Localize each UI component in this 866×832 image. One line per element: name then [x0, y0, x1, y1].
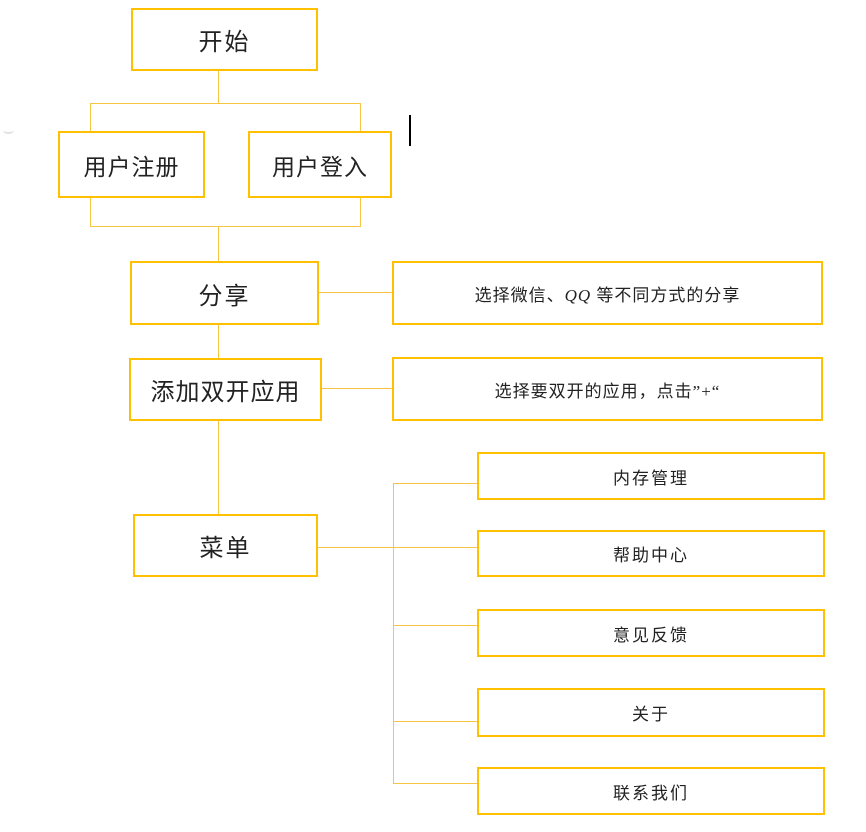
connector-branch-contact — [393, 783, 477, 784]
flow-node-register[interactable]: 用户注册 — [58, 131, 205, 198]
connector-share-to-note — [319, 292, 392, 293]
connector-login-in — [360, 103, 361, 131]
connector-menu-to-spine — [318, 547, 477, 548]
annotation-share-note[interactable]: 选择微信、QQ 等不同方式的分享 — [392, 261, 823, 325]
menu-item-feedback-label: 意见反馈 — [613, 625, 689, 645]
connector-branch-about — [393, 721, 477, 722]
connector-dual-to-menu — [218, 421, 219, 514]
smudge-artifact — [3, 127, 14, 134]
menu-item-memory-label: 内存管理 — [613, 468, 689, 488]
flow-node-start-label: 开始 — [198, 30, 251, 56]
annotation-share-note-label: 选择微信、QQ 等不同方式的分享 — [474, 285, 741, 305]
flow-node-add-dual-app[interactable]: 添加双开应用 — [129, 358, 322, 421]
menu-item-about[interactable]: 关于 — [477, 688, 825, 737]
flow-node-menu[interactable]: 菜单 — [133, 514, 318, 577]
menu-item-feedback[interactable]: 意见反馈 — [477, 609, 825, 657]
menu-item-contact-us[interactable]: 联系我们 — [477, 767, 825, 815]
menu-item-about-label: 关于 — [632, 705, 670, 724]
flow-node-start[interactable]: 开始 — [131, 8, 318, 71]
connector-register-in — [90, 103, 91, 131]
flow-node-share[interactable]: 分享 — [130, 261, 319, 325]
menu-item-help-center-label: 帮助中心 — [613, 546, 689, 565]
menu-item-contact-us-label: 联系我们 — [613, 783, 689, 803]
flow-node-register-label: 用户注册 — [83, 154, 180, 180]
flow-node-menu-label: 菜单 — [199, 536, 252, 562]
connector-start-down — [218, 71, 219, 103]
connector-share-to-dual — [218, 325, 219, 358]
annotation-dual-note-label: 选择要双开的应用，点击”+“ — [494, 381, 721, 401]
flow-node-login-label: 用户登入 — [272, 154, 368, 180]
connector-branch-feedback — [393, 625, 477, 626]
connector-split-top — [90, 103, 361, 104]
text-caret — [409, 115, 411, 146]
flow-node-add-dual-app-label: 添加双开应用 — [150, 380, 301, 406]
connector-merge-to-share — [218, 226, 219, 261]
flow-node-login[interactable]: 用户登入 — [248, 131, 392, 198]
connector-merge-bottom — [90, 226, 361, 227]
flow-node-share-label: 分享 — [198, 283, 251, 310]
connector-dual-to-note — [322, 388, 392, 389]
connector-branch-memory — [393, 483, 477, 484]
connector-register-out — [90, 198, 91, 226]
menu-item-memory[interactable]: 内存管理 — [477, 452, 825, 500]
menu-item-help-center[interactable]: 帮助中心 — [477, 530, 825, 577]
connector-menu-spine — [393, 483, 394, 784]
annotation-dual-note[interactable]: 选择要双开的应用，点击”+“ — [392, 357, 823, 421]
connector-login-out — [360, 198, 361, 226]
